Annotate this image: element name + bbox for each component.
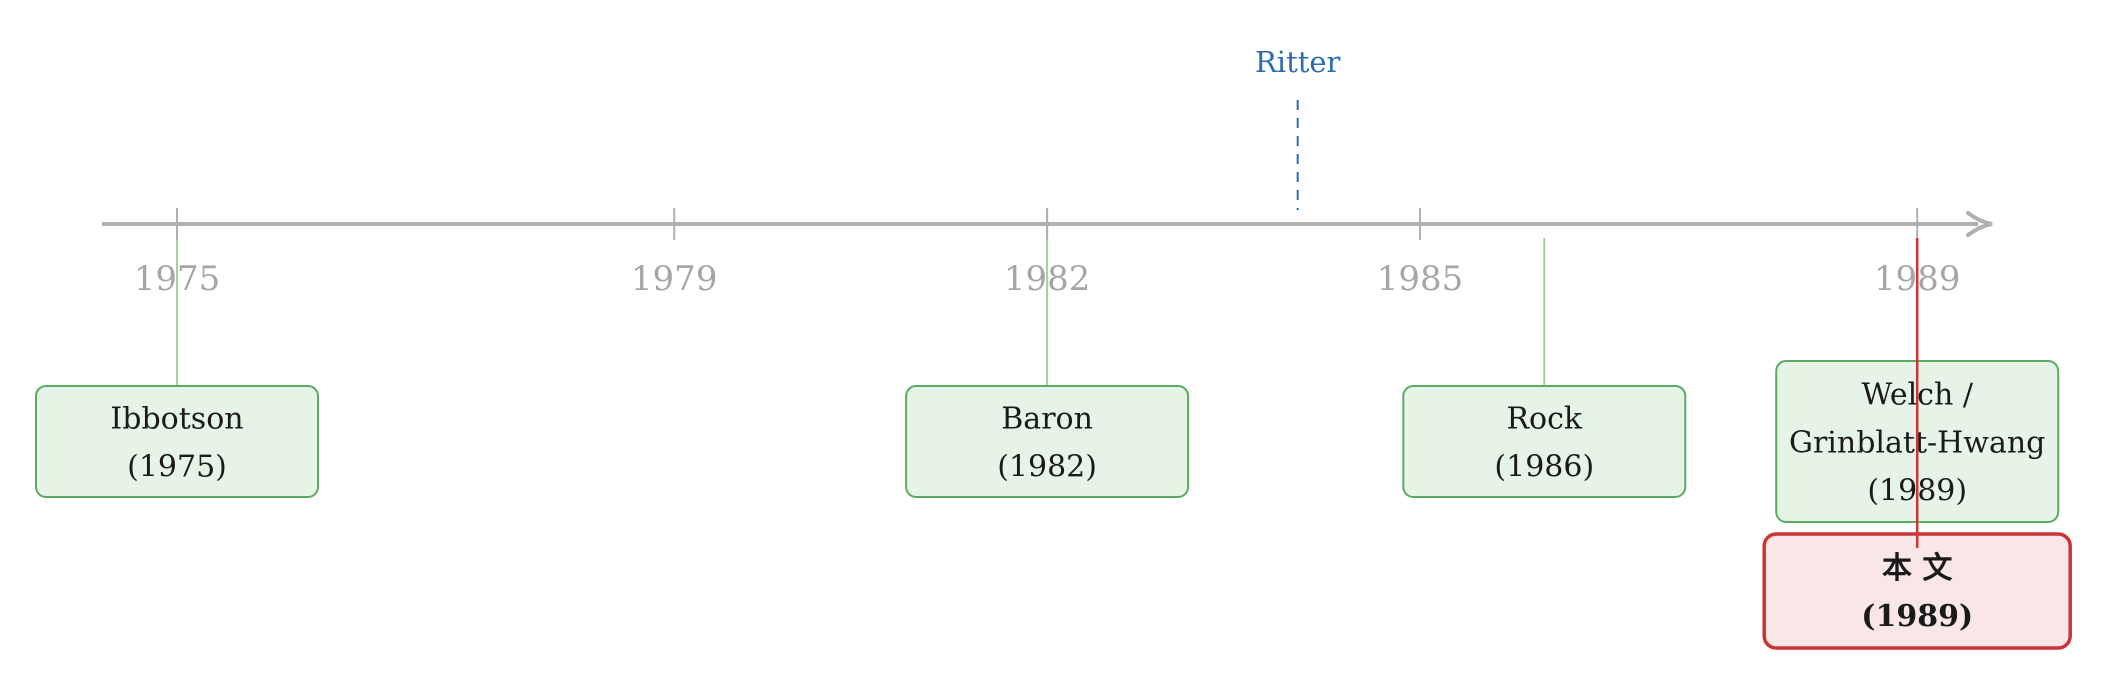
event-label-line: (1986) bbox=[1494, 450, 1594, 485]
axis-tick-label: 1985 bbox=[1377, 259, 1464, 299]
axis-tick-label: 1982 bbox=[1004, 259, 1091, 299]
event-this-paper: 本 文 (1989) bbox=[1762, 532, 2072, 650]
event-label-line: Baron bbox=[1001, 402, 1093, 437]
event-ibbotson: Ibbotson (1975) bbox=[35, 385, 319, 498]
event-label-line: Ibbotson bbox=[110, 402, 243, 437]
axis-tick-label: 1975 bbox=[134, 259, 221, 299]
event-boxes: Ibbotson(1975)Baron(1982)Rock(1986)Welch… bbox=[35, 360, 2072, 650]
event-label-line: Rock bbox=[1506, 402, 1582, 437]
event-box bbox=[35, 385, 319, 498]
ritter-marker: Ritter bbox=[1255, 45, 1341, 210]
event-label-line: (1982) bbox=[997, 450, 1097, 485]
event-label-line: (1975) bbox=[127, 450, 227, 485]
ritter-label: Ritter bbox=[1255, 45, 1341, 79]
event-label-line: 本 文 bbox=[1882, 551, 1952, 586]
timeline-axis bbox=[102, 211, 1993, 237]
event-baron: Baron (1982) bbox=[905, 385, 1190, 498]
axis-tick-label: 1979 bbox=[631, 259, 718, 299]
axis-arrowhead bbox=[1966, 211, 1993, 237]
event-label-line: (1989) bbox=[1861, 599, 1973, 634]
event-box bbox=[905, 385, 1190, 498]
event-box bbox=[1402, 385, 1687, 498]
event-rock: Rock (1986) bbox=[1402, 385, 1687, 498]
